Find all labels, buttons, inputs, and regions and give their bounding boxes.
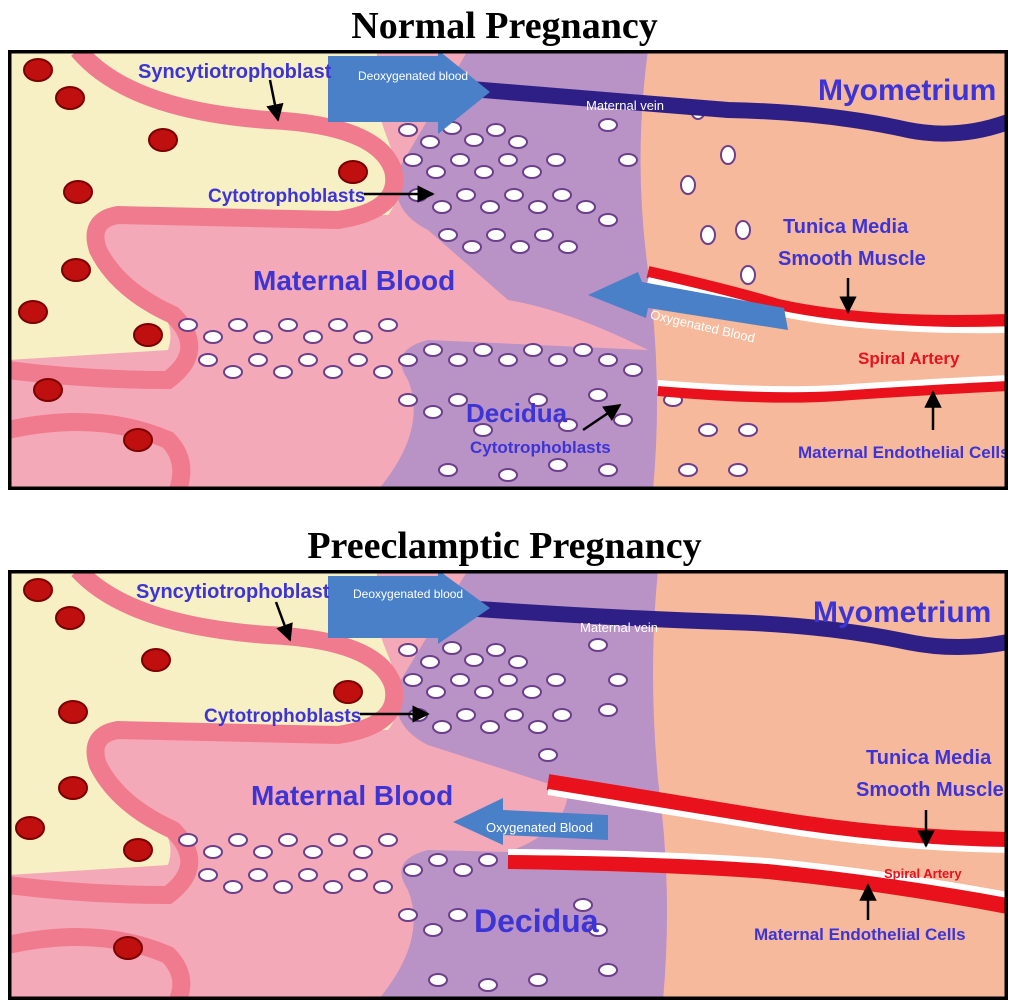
label-oxygenated: Oxygenated Blood — [486, 820, 593, 835]
label-tunica-media: Tunica Media — [783, 216, 909, 238]
label-endothelial: Maternal Endothelial Cells — [754, 925, 966, 944]
normal-diagram-svg: Syncytiotrophoblast Deoxygenated blood M… — [8, 50, 1008, 490]
label-deoxygenated: Deoxygenated blood — [353, 587, 463, 601]
preeclamptic-pregnancy-diagram: Syncytiotrophoblast Deoxygenated blood M… — [8, 570, 1008, 1000]
panel-title-normal: Normal Pregnancy — [0, 4, 1009, 48]
label-tunica-media: Tunica Media — [866, 747, 992, 769]
label-cytotrophoblasts: Cytotrophoblasts — [208, 186, 365, 207]
label-myometrium: Myometrium — [818, 74, 996, 107]
label-maternal-vein: Maternal vein — [580, 620, 658, 635]
label-deoxygenated: Deoxygenated blood — [358, 69, 468, 83]
panel-title-preeclamptic: Preeclamptic Pregnancy — [0, 524, 1009, 568]
label-syncytiotrophoblast: Syncytiotrophoblast — [136, 581, 330, 603]
label-endothelial: Maternal Endothelial Cells — [798, 443, 1008, 462]
preeclamptic-diagram-svg: Syncytiotrophoblast Deoxygenated blood M… — [8, 570, 1008, 1000]
label-maternal-vein: Maternal vein — [586, 98, 664, 113]
label-decidua: Decidua — [474, 903, 599, 939]
normal-pregnancy-diagram: Syncytiotrophoblast Deoxygenated blood M… — [8, 50, 1008, 490]
label-spiral-artery: Spiral Artery — [858, 349, 960, 368]
label-myometrium: Myometrium — [813, 596, 991, 629]
label-decidua-cytotrophoblasts: Cytotrophoblasts — [470, 438, 611, 457]
label-syncytiotrophoblast: Syncytiotrophoblast — [138, 61, 332, 83]
label-maternal-blood: Maternal Blood — [251, 780, 453, 811]
label-decidua: Decidua — [466, 398, 568, 428]
label-maternal-blood: Maternal Blood — [253, 265, 455, 296]
label-spiral-artery: Spiral Artery — [884, 866, 962, 881]
label-cytotrophoblasts: Cytotrophoblasts — [204, 706, 361, 727]
label-smooth-muscle: Smooth Muscle — [856, 779, 1004, 801]
label-smooth-muscle: Smooth Muscle — [778, 248, 926, 270]
